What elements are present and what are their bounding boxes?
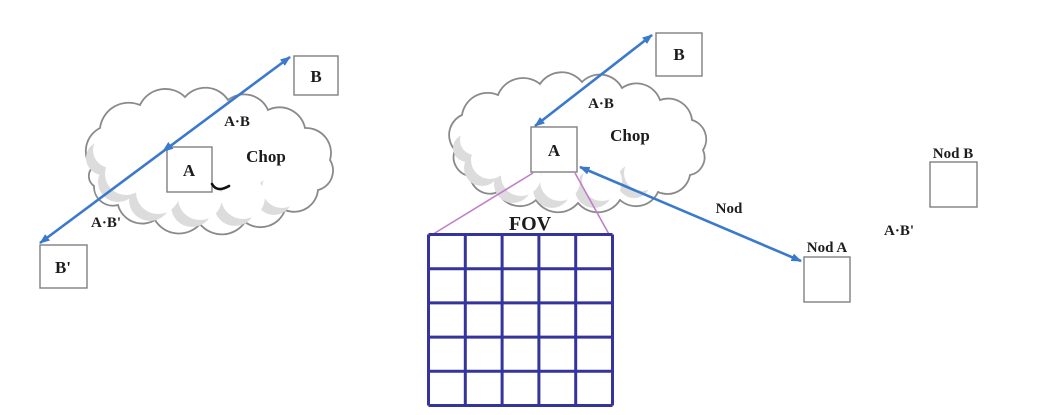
box-bprime-left-label: B' — [55, 258, 71, 277]
fov-label: FOV — [509, 213, 552, 235]
mid-arrowhead-left — [162, 142, 174, 152]
abprime-label-right: A·B' — [884, 223, 914, 239]
chop-label-right: Chop — [610, 126, 650, 145]
box-b-left — [293, 55, 339, 96]
right-chop-nod-diagram: A·B Chop B A FOV Nod Nod A Nod B A·B' — [427, 32, 978, 407]
box-a-left-label: A — [183, 161, 196, 180]
box-bprime-left — [39, 244, 88, 289]
fov-grid — [427, 233, 614, 407]
nod-arrow-label: Nod — [716, 201, 743, 217]
box-nod-b — [929, 161, 978, 208]
chop-arrow-label-right: A·B — [588, 96, 614, 112]
chop-label-left: Chop — [246, 147, 286, 166]
return-arrow-label-left: A·B' — [91, 215, 121, 231]
nod-a-label: Nod A — [807, 240, 848, 256]
fov-projection-line-left — [429, 172, 534, 237]
hook-mark — [210, 182, 231, 191]
box-a-left — [166, 146, 213, 193]
box-b-right — [655, 32, 703, 77]
fov-projection-line-right — [574, 172, 611, 237]
box-b-right-label: B — [673, 45, 684, 64]
box-b-left-label: B — [310, 67, 321, 86]
fov-grid-lines — [427, 233, 614, 407]
box-nod-a — [803, 256, 851, 303]
chop-arrow-label-left: A·B — [224, 114, 250, 130]
box-a-right — [530, 126, 578, 173]
nod-arrow — [579, 165, 802, 263]
chop-arrow-right — [534, 33, 653, 128]
nod-b-label: Nod B — [933, 146, 973, 162]
box-a-right-label: A — [548, 141, 561, 160]
left-chop-diagram: A·B Chop A·B' B A B' — [39, 55, 339, 289]
